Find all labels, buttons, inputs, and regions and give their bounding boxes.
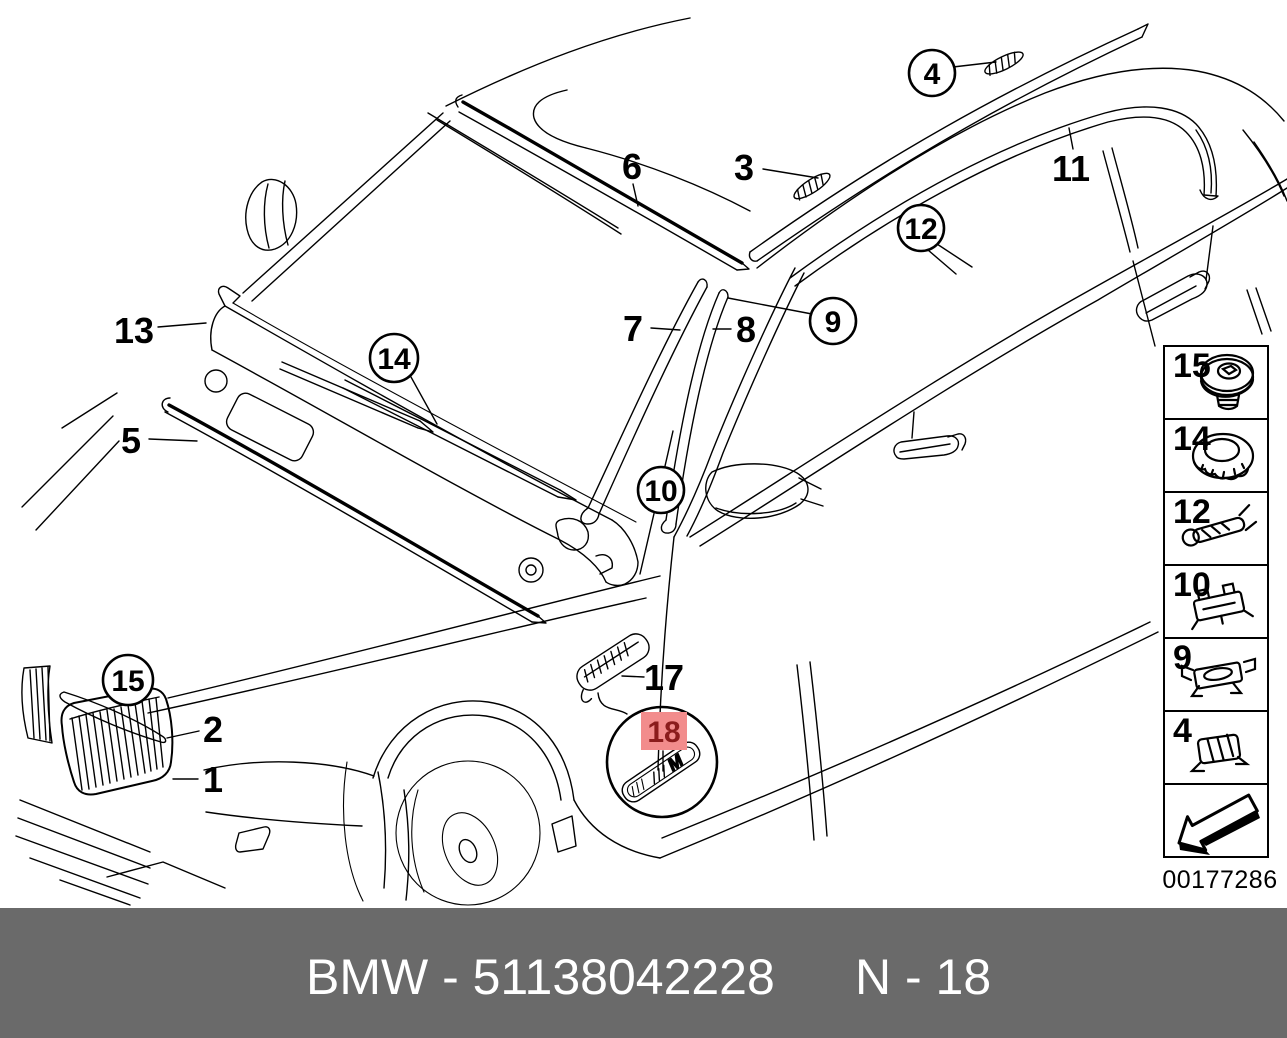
- sidebar-item-arrow[interactable]: [1163, 783, 1269, 858]
- trim-parts: M: [59, 23, 1219, 819]
- callout-10-circled[interactable]: 10: [636, 465, 686, 515]
- diagram-image-number: 00177286: [1162, 866, 1278, 894]
- round-clip-icon: [1191, 432, 1255, 481]
- sidebar-item-4[interactable]: 4: [1163, 710, 1269, 785]
- callout-4-circled[interactable]: 4: [907, 48, 957, 98]
- part-side-gill: [576, 633, 650, 715]
- svg-text:14: 14: [377, 343, 411, 376]
- callout-1[interactable]: 1: [203, 759, 223, 800]
- sidebar-item-label: 10: [1173, 566, 1211, 604]
- svg-text:10: 10: [644, 475, 677, 508]
- footer-page-code: N - 18: [855, 949, 992, 1005]
- callout-17[interactable]: 17: [644, 657, 684, 698]
- sidebar-item-15[interactable]: 15: [1163, 345, 1269, 420]
- sidebar-item-label: 9: [1173, 639, 1192, 677]
- spring-clip-icon: [1181, 504, 1258, 547]
- part-roof-rail-trim: [789, 106, 1219, 287]
- callout-5[interactable]: 5: [121, 420, 141, 461]
- plain-callouts: 13 5 6 3 11 7 8 2 1 17: [114, 146, 1090, 800]
- callout-13[interactable]: 13: [114, 310, 154, 351]
- sidebar-item-label: 12: [1173, 493, 1211, 531]
- svg-text:9: 9: [825, 306, 842, 339]
- callout-2[interactable]: 2: [203, 709, 223, 750]
- svg-text:12: 12: [904, 213, 937, 246]
- part-cowl-moulding: [161, 397, 547, 624]
- sidebar-item-10[interactable]: 10: [1163, 564, 1269, 639]
- callout-12-circled[interactable]: 12: [896, 203, 946, 253]
- sidebar-item-9[interactable]: 9: [1163, 637, 1269, 712]
- fastener-thumbnail-sidebar: 15 14 12: [1163, 345, 1269, 858]
- callout-18-highlighted[interactable]: 18: [641, 712, 687, 750]
- callout-14-circled[interactable]: 14: [368, 332, 420, 384]
- part-kidney-grille: [60, 687, 174, 796]
- circled-callouts: 4 12 9 10 14 15: [101, 48, 957, 707]
- direction-arrow-icon: [1177, 793, 1260, 855]
- callout-7[interactable]: 7: [623, 308, 643, 349]
- cowl-panel-and-wipers: [204, 285, 639, 587]
- part-windshield-moulding: [455, 94, 750, 271]
- callout-15-circled[interactable]: 15: [101, 653, 155, 707]
- svg-text:18: 18: [647, 716, 680, 749]
- sidebar-item-label: 14: [1173, 420, 1211, 458]
- sidebar-item-12[interactable]: 12: [1163, 491, 1269, 566]
- callout-8[interactable]: 8: [736, 309, 756, 350]
- clamp-clip-icon: [1180, 657, 1257, 698]
- svg-text:4: 4: [924, 58, 941, 91]
- callout-11[interactable]: 11: [1052, 148, 1090, 189]
- callout-6[interactable]: 6: [622, 146, 642, 187]
- sidebar-item-14[interactable]: 14: [1163, 418, 1269, 493]
- grommet-clip-icon: [1199, 353, 1255, 411]
- footer-bar: BMW - 51138042228 N - 18: [0, 908, 1287, 1038]
- part-roof-moulding: [748, 23, 1149, 262]
- car-exterior-trim-diagram: M: [15, 17, 1287, 906]
- leader-lines: [148, 61, 1074, 780]
- footer-part-number: BMW - 51138042228: [306, 949, 775, 1005]
- svg-text:15: 15: [111, 665, 144, 698]
- callout-9-circled[interactable]: 9: [808, 296, 858, 346]
- block-clip-icon: [1189, 733, 1251, 773]
- sidebar-item-label: 15: [1173, 347, 1211, 385]
- callout-3[interactable]: 3: [734, 147, 754, 188]
- sidebar-item-label: 4: [1173, 712, 1192, 750]
- bracket-clip-icon: [1191, 582, 1254, 631]
